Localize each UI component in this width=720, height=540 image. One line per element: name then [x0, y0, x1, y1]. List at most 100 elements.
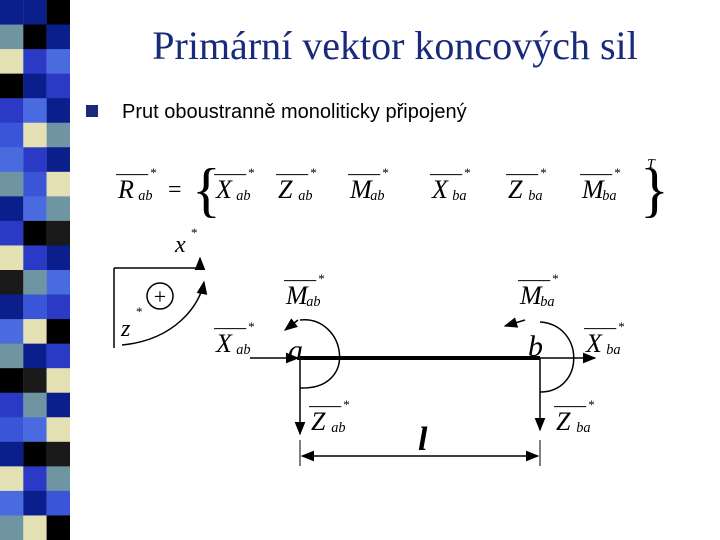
label-M-ab-main: M [285, 281, 309, 310]
vector-term-m-ba: *Mba [580, 165, 621, 204]
axis-x-star: * [191, 225, 198, 240]
stripe-block [23, 0, 47, 26]
stripe-block [23, 220, 47, 246]
stripe-block [0, 368, 24, 394]
stripe-block [0, 0, 24, 26]
stripe-block [23, 417, 47, 443]
label-M-ba-main: M [519, 281, 543, 310]
vector-term-z-ab-star: * [310, 165, 317, 180]
stripe-block [46, 245, 70, 271]
stripe-block [0, 343, 24, 369]
positive-rotation-arc [121, 280, 208, 346]
label-X-ab-main: X [215, 329, 233, 358]
stripe-block [46, 122, 70, 148]
stripe-block [0, 98, 24, 124]
stripe-block [0, 49, 24, 75]
stripe-block [23, 122, 47, 148]
stripe-block [23, 466, 47, 492]
slide-title: Primární vektor koncových sil [152, 23, 638, 68]
vector-term-z-ba-main: Z [508, 175, 523, 204]
stripe-block [46, 343, 70, 369]
vector-term-z-ab-main: Z [278, 175, 293, 204]
stripe-block [0, 515, 24, 540]
vector-term-m-ab-subscript: ab [370, 188, 384, 204]
stripe-block [0, 270, 24, 296]
symbol-R-ab-main: R [117, 175, 134, 204]
stripe-block [0, 319, 24, 345]
vector-term-m-ab: *Mab [348, 165, 389, 204]
vector-term-x-ba-main: X [431, 175, 449, 204]
stripe-block [23, 196, 47, 222]
stripe-block [46, 220, 70, 246]
stripe-block [23, 73, 47, 99]
label-Z-ab-subscript: ab [331, 420, 345, 436]
stripe-block [0, 73, 24, 99]
axis-z-label: z [120, 316, 131, 342]
label-Z-ab-main: Z [311, 407, 326, 436]
label-Z-ba-subscript: ba [576, 420, 590, 436]
stripe-block [46, 466, 70, 492]
plus-circle [146, 282, 174, 310]
moment-ab-arrowhead [283, 318, 299, 331]
stripe-block [0, 122, 24, 148]
label-X-ba-star: * [618, 319, 625, 334]
bullet-text: Prut oboustranně monoliticky připojený [122, 101, 467, 123]
vector-term-z-ab-subscript: ab [298, 188, 312, 204]
label-M-ab-subscript: ab [306, 294, 320, 310]
axis-x-label: x [174, 232, 186, 258]
stripe-block [46, 196, 70, 222]
equals-sign: = [168, 177, 182, 203]
stripe-block [46, 515, 70, 540]
stripe-block [46, 49, 70, 75]
symbol-R-ab-subscript: ab [138, 188, 152, 204]
x-axis-arrow [114, 256, 206, 271]
beam: a b l [250, 317, 597, 466]
stripe-block [23, 245, 47, 271]
stripe-block [23, 515, 47, 540]
stripe-block [0, 392, 24, 418]
moment-ba-arrowhead [503, 317, 526, 328]
stripe-block [46, 171, 70, 197]
stripe-block [23, 319, 47, 345]
label-M-ba-star: * [552, 271, 559, 286]
bullet-square-icon [86, 105, 98, 117]
stripe-block [46, 73, 70, 99]
stripe-block [0, 220, 24, 246]
symbol-R-ab-star: * [150, 165, 157, 180]
stripe-block [23, 392, 47, 418]
stripe-block [46, 147, 70, 173]
stripe-block [23, 294, 47, 320]
vector-term-x-ba-subscript: ba [452, 188, 466, 204]
stripe-block [0, 245, 24, 271]
vector-term-m-ab-star: * [382, 165, 389, 180]
vector-term-z-ba-star: * [540, 165, 547, 180]
right-brace: } [640, 157, 669, 223]
label-Z-ba-main: Z [556, 407, 571, 436]
vector-term-x-ba-star: * [464, 165, 471, 180]
left-brace: { [192, 157, 221, 223]
length-label: l [418, 421, 428, 458]
plus-sign: + [154, 284, 166, 309]
stripe-block [0, 24, 24, 50]
stripe-block [0, 147, 24, 173]
label-Z-ba-star: * [588, 397, 595, 412]
vector-term-x-ab-main: X [215, 175, 233, 204]
label-M-ba-subscript: ba [540, 294, 554, 310]
stripe-block [46, 0, 70, 26]
stripe-block [46, 294, 70, 320]
moment-ba-arc [539, 321, 575, 393]
label-M-ba: * Mba [518, 271, 559, 310]
stripe-block [46, 98, 70, 124]
stripe-block [23, 270, 47, 296]
